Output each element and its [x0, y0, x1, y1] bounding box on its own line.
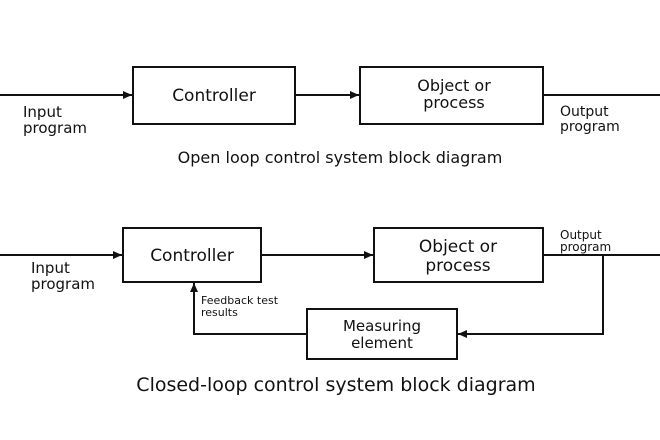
closed-loop-controller-block [122, 227, 262, 283]
open-loop-process-label-line2: process [423, 93, 484, 112]
closed-loop-process-label-line2: process [425, 256, 490, 276]
open-loop-output-label-line2: program [560, 119, 620, 135]
closed-loop-input-label-line1: Input [31, 259, 70, 277]
open-loop-output-label-line1: Output [560, 104, 609, 120]
open-loop-diagram: Input program Controller Object or proce… [0, 66, 660, 167]
closed-loop-feedback-label-line2: results [201, 306, 238, 319]
closed-loop-process-label-line1: Object or [419, 237, 497, 257]
closed-loop-feedback-arrow [190, 283, 307, 335]
open-loop-process-block [359, 66, 544, 125]
closed-loop-controller-label: Controller [150, 246, 234, 266]
closed-loop-output-label-line1: Output [560, 228, 602, 242]
open-loop-caption: Open loop control system block diagram [178, 148, 503, 167]
closed-loop-measuring-block [306, 308, 458, 360]
closed-loop-output-to-measuring-arrow [458, 255, 604, 338]
open-loop-input-label-line2: program [23, 119, 87, 137]
closed-loop-diagram: Input program Controller Object or proce… [0, 227, 660, 396]
closed-loop-caption: Closed-loop control system block diagram [136, 374, 535, 396]
closed-loop-measuring-label-line2: element [351, 334, 413, 352]
open-loop-controller-label: Controller [172, 86, 256, 106]
closed-loop-output-label-line2: program [560, 240, 611, 254]
open-loop-input-label-line1: Input [23, 103, 62, 121]
closed-loop-measuring-label-line1: Measuring [343, 317, 421, 335]
closed-loop-feedback-label-line1: Feedback test [201, 294, 279, 307]
open-loop-process-label-line1: Object or [417, 76, 491, 95]
closed-loop-input-label-line2: program [31, 275, 95, 293]
